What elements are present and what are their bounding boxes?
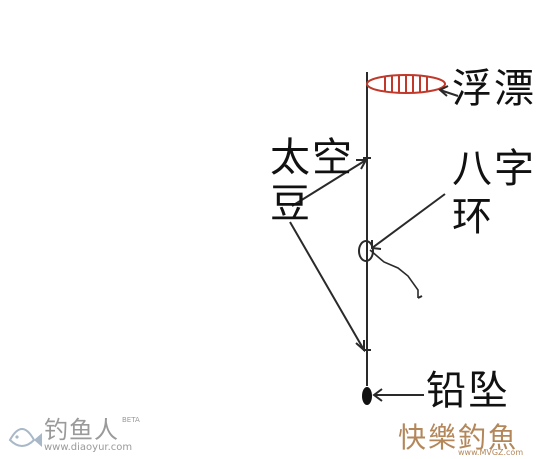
float-shape [366, 74, 446, 94]
branch-hook-line [369, 249, 423, 299]
figure8-ring-label-line1: 八字 [452, 146, 536, 192]
watermark-right: 快樂釣魚 www.MVGZ.com [398, 416, 548, 458]
space-bean-label-line1: 太空 [270, 135, 354, 181]
watermark-right-url: www.MVGZ.com [458, 448, 524, 457]
sinker-arrow [372, 388, 424, 402]
watermark-left: 钓鱼人 BETA www.diaoyur.com [4, 410, 154, 456]
figure8-ring [358, 240, 374, 262]
sinker-label: 铅坠 [426, 368, 510, 414]
watermark-left-brand: 钓鱼人 [44, 416, 119, 444]
watermark-left-beta: BETA [122, 416, 140, 424]
float-label: 浮漂 [452, 66, 536, 112]
fish-logo-icon [8, 428, 42, 447]
watermark-right-brand: 快樂釣魚 [398, 421, 519, 454]
sinker-shape [362, 387, 372, 405]
space-bean-arrow-lower [289, 221, 365, 353]
space-bean-label-line2: 豆 [270, 181, 312, 227]
figure8-ring-label-line2: 环 [452, 194, 494, 240]
float-arrow [438, 85, 459, 97]
figure8-ring-arrow [371, 193, 446, 250]
watermark-left-url: www.diaoyur.com [44, 442, 133, 453]
space-bean-arrow-upper [291, 159, 368, 207]
